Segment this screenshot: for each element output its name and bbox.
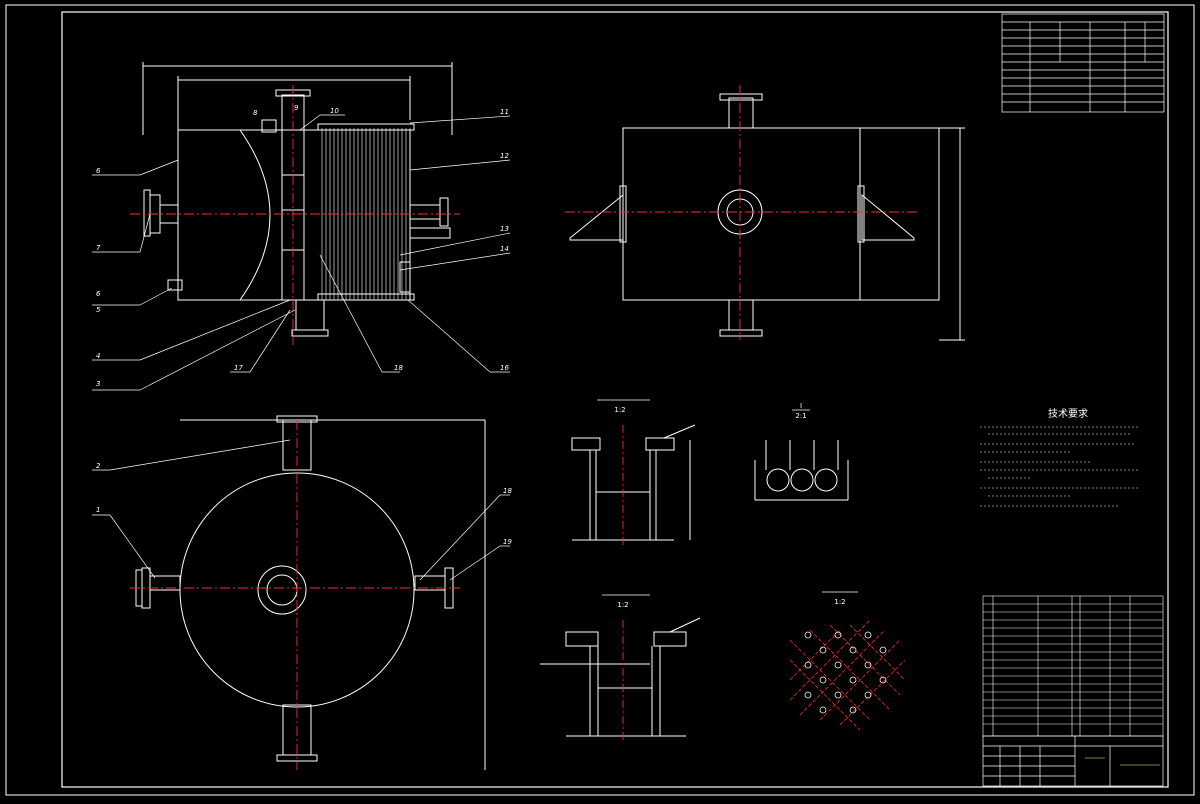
bill-of-materials (982, 595, 1164, 737)
part-label: 8 (253, 109, 258, 117)
section-title: I (800, 402, 802, 410)
front-view-labels: 6 7 6 5 4 3 17 18 16 10 11 12 13 14 8 9 (96, 104, 509, 388)
part-label: 1 (96, 506, 100, 514)
part-label: 3 (96, 380, 100, 388)
front-view-centerlines (130, 85, 460, 345)
section-detail-lower (540, 617, 701, 737)
tech-requirements: 技术要求 (980, 407, 1140, 507)
part-label: 11 (500, 108, 509, 116)
parameter-table (1001, 13, 1165, 113)
part-label: 18 (503, 487, 512, 495)
part-label: 16 (500, 364, 509, 372)
tech-requirements-title: 技术要求 (1048, 407, 1088, 420)
section-titles: 1:2 1:2 I 2:1 1:2 (597, 399, 858, 609)
front-view (142, 62, 453, 337)
tube-layout-grid (789, 619, 906, 731)
part-label: 6 (96, 290, 101, 298)
part-label: 14 (500, 245, 509, 253)
side-view-centerlines (565, 85, 920, 340)
part-label: 6 (96, 167, 101, 175)
part-label: 4 (96, 352, 100, 360)
section-scale: 1:2 (834, 598, 845, 606)
section-scale: 2:1 (795, 412, 806, 420)
part-label: 5 (96, 306, 101, 314)
detail-tubes (754, 440, 849, 501)
tube-layout-holes (804, 631, 887, 714)
top-view (135, 415, 486, 770)
top-view-leaders (92, 439, 510, 581)
part-label: 17 (234, 364, 243, 372)
front-view-leaders (92, 114, 511, 391)
section-detail-upper (571, 424, 696, 541)
part-label: 12 (500, 152, 509, 160)
part-label: 18 (394, 364, 403, 372)
drawing-frame (5, 4, 1195, 796)
part-label: 7 (96, 244, 101, 252)
top-view-centerlines (130, 420, 460, 770)
part-label: 9 (294, 104, 299, 112)
section-scale: 1:2 (617, 601, 628, 609)
title-block (982, 735, 1164, 787)
title-block-marks (1085, 757, 1160, 766)
part-label: 19 (503, 538, 512, 546)
section-scale: 1:2 (614, 406, 625, 414)
part-label: 10 (330, 107, 339, 115)
part-label: 13 (500, 225, 509, 233)
top-view-labels: 2 1 18 19 (96, 462, 512, 546)
part-label: 2 (96, 462, 101, 470)
